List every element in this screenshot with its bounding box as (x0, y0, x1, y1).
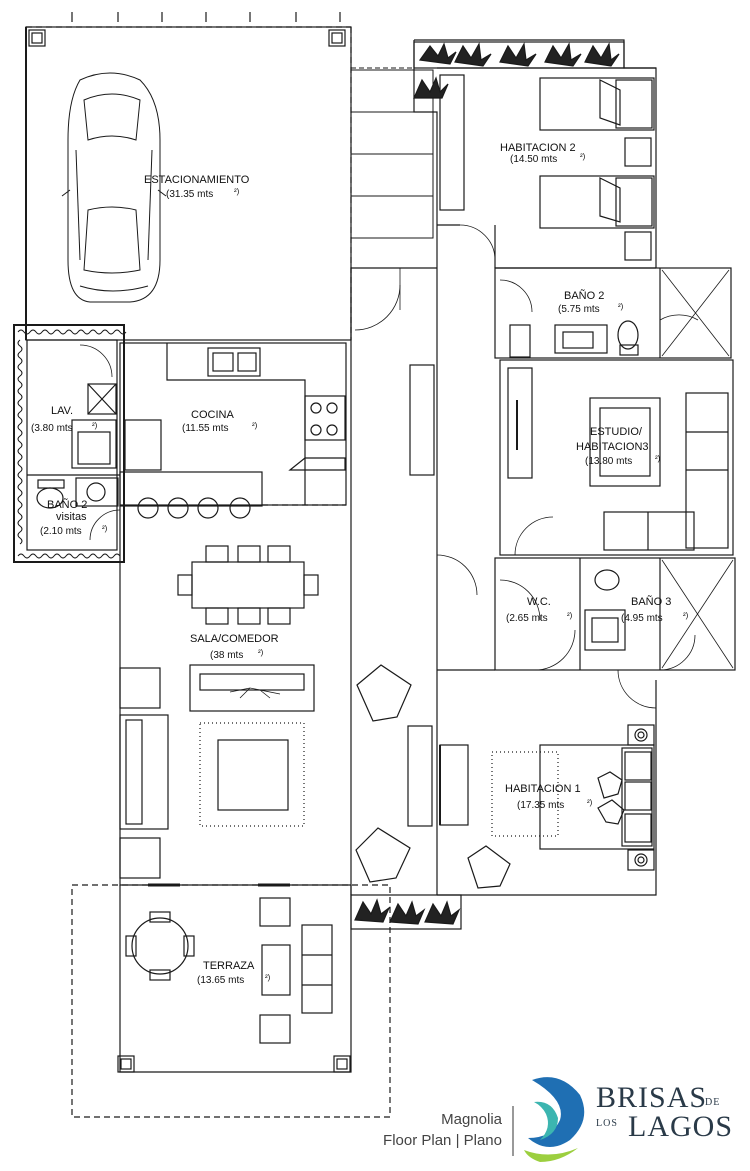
unit-cocina: ²) (252, 421, 258, 430)
area-terraza: (13.65 mts (197, 975, 245, 986)
label-cocina: COCINA (191, 409, 234, 421)
logo-de: DE (705, 1097, 721, 1108)
area-estacionamiento: (31.35 mts (166, 189, 214, 200)
stone-wall-texture (17, 329, 127, 559)
unit-habitacion-2: ²) (580, 152, 586, 161)
label-estudio-line2: HABITACION3 (576, 441, 649, 453)
plant-strip-top (413, 41, 625, 99)
label-habitacion-2: HABITACION 2 (500, 142, 576, 154)
label-bano-visitas-line2: visitas (56, 511, 87, 523)
area-sala-comedor: (38 mts (210, 650, 244, 661)
area-bano-2: (5.75 mts (558, 304, 600, 315)
area-bano-visitas: (2.10 mts (40, 526, 82, 537)
area-lav: (3.80 mts (31, 423, 73, 434)
unit-bano-2: ²) (618, 302, 624, 311)
brisas-logo-icon (524, 1077, 585, 1162)
plan-model-name: Magnolia (441, 1111, 502, 1128)
area-habitacion-2: (14.50 mts (510, 154, 558, 165)
unit-habitacion-1: ²) (587, 798, 593, 807)
label-terraza: TERRAZA (203, 960, 255, 972)
hallway (350, 267, 478, 895)
bano-2 (494, 267, 732, 359)
car-icon (61, 72, 167, 303)
unit-wc: ²) (567, 611, 573, 620)
unit-sala-comedor: ²) (258, 648, 264, 657)
label-habitacion-1: HABITACION 1 (505, 783, 581, 795)
label-estacionamiento: ESTACIONAMIENTO (144, 174, 250, 186)
plant-strip-bottom (350, 894, 462, 930)
wc-and-bano-3 (494, 557, 736, 709)
estudio-habitacion-3 (499, 359, 734, 556)
unit-bano-3: ²) (683, 611, 689, 620)
label-bano-visitas-line1: BAÑO 2 (47, 499, 88, 511)
label-bano-3: BAÑO 3 (631, 596, 672, 608)
label-estudio-line1: ESTUDIO/ (590, 426, 642, 438)
logo-brisas: BRISAS (596, 1081, 708, 1114)
unit-lav: ²) (92, 421, 98, 430)
area-cocina: (11.55 mts (182, 423, 229, 434)
terraza (71, 883, 391, 1118)
entry-steps (350, 67, 434, 239)
unit-terraza: ²) (265, 973, 271, 982)
habitacion-1 (437, 669, 657, 896)
lav-and-bano-visitas (13, 324, 125, 563)
plan-subtitle: Floor Plan | Plano (383, 1132, 502, 1149)
area-wc: (2.65 mts (506, 613, 548, 624)
unit-estacionamiento: ²) (234, 187, 240, 196)
area-bano-3: (4.95 mts (621, 613, 663, 624)
sala-comedor (119, 504, 412, 886)
label-bano-2: BAÑO 2 (564, 290, 605, 302)
area-habitacion-1: (17.35 mts (517, 800, 565, 811)
label-sala-comedor: SALA/COMEDOR (190, 633, 279, 645)
label-wc: W.C. (527, 596, 551, 608)
area-estudio: (13.80 mts (585, 456, 633, 467)
logo-los: LOS (596, 1118, 618, 1129)
cocina (119, 342, 347, 519)
unit-bano-visitas: ²) (102, 524, 108, 533)
label-lav: LAV. (51, 405, 74, 417)
unit-estudio: ²) (655, 454, 661, 463)
logo-lagos: LAGOS (628, 1110, 734, 1143)
